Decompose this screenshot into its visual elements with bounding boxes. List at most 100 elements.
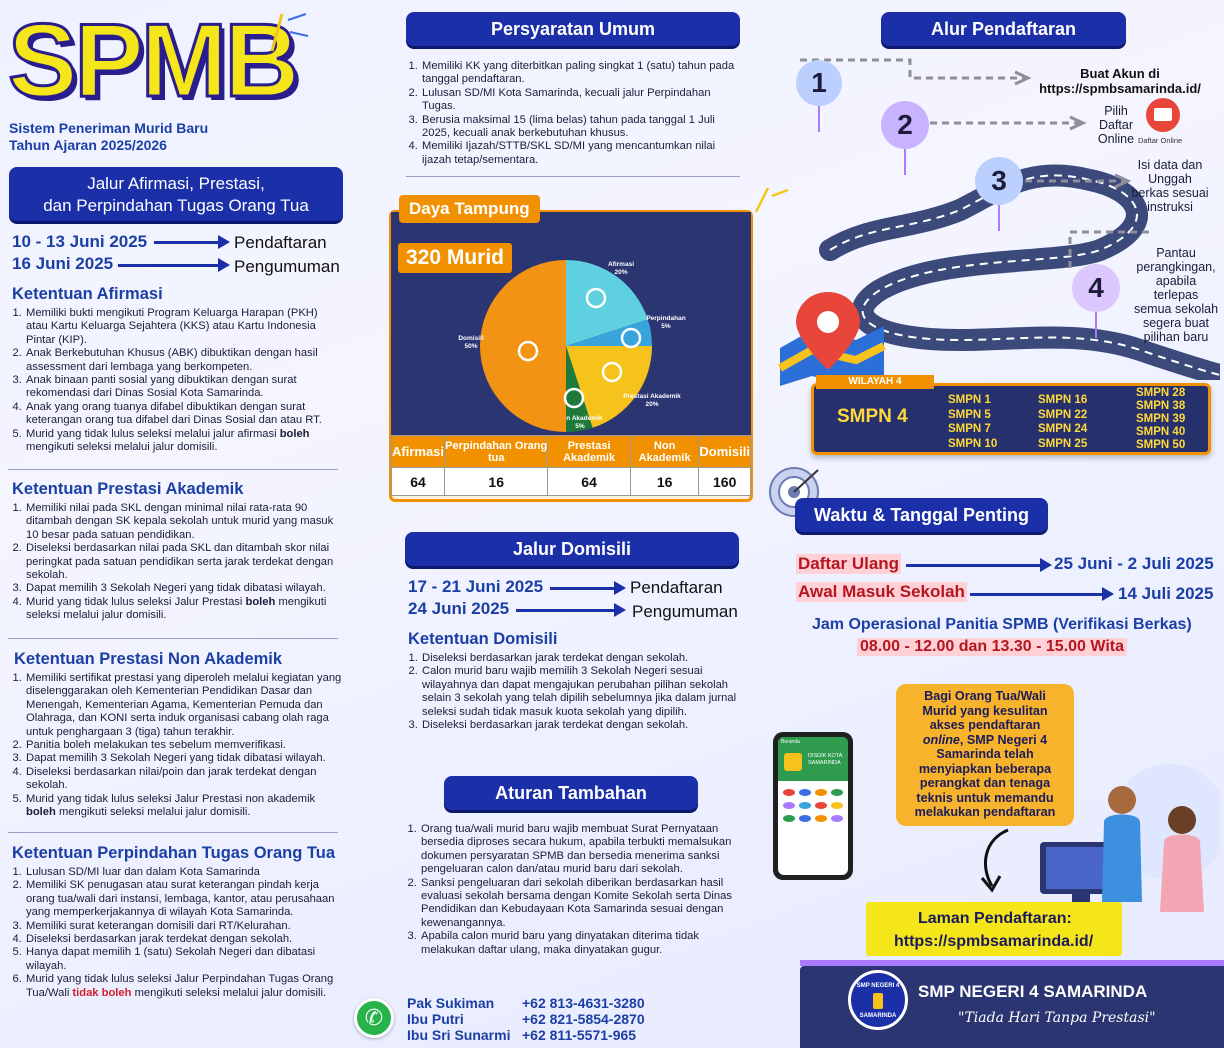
- arrow-right-icon: [970, 587, 1114, 601]
- perpindahan-list: Lulusan SD/MI luar dan dalam Kota Samari…: [10, 866, 342, 1000]
- daftar-ulang-label: Daftar Ulang: [796, 554, 902, 574]
- daftar-online-label: Daftar Online: [1138, 136, 1183, 145]
- contact-phone[interactable]: +62 813-4631-3280: [522, 995, 645, 1011]
- afirmasi-title: Ketentuan Afirmasi: [12, 285, 163, 303]
- list-item: Diseleksi berdasarkan jarak terdekat den…: [421, 719, 740, 732]
- step-2-text: Pilih Daftar Online: [1097, 104, 1135, 146]
- list-item: Memiliki SK penugasan atau surat keteran…: [25, 879, 342, 919]
- list-item: Dapat memilih 3 Sekolah Negeri yang tida…: [25, 752, 342, 765]
- aturan-header: Aturan Tambahan: [444, 776, 698, 810]
- sparkle-icon: [270, 13, 309, 52]
- step-3-marker: 3: [975, 157, 1023, 231]
- step-1-marker: 1: [796, 60, 842, 132]
- whatsapp-icon: ✆: [354, 998, 394, 1038]
- daftar-online-icon: [1146, 98, 1180, 132]
- jalur-date-1: 10 - 13 Juni 2025: [12, 232, 148, 251]
- persyaratan-list: Memiliki KK yang diterbitkan paling sing…: [406, 60, 736, 167]
- step-1-text: Buat Akun di https://spmbsamarinda.id/: [1039, 66, 1201, 96]
- divider: [8, 638, 338, 639]
- school-seal-icon: SMP NEGERI 4 SAMARINDA: [848, 970, 908, 1030]
- table-cell: 64: [390, 467, 446, 496]
- list-item: Apabila calon murid baru yang dinyatakan…: [420, 930, 737, 957]
- divider: [8, 469, 338, 470]
- domisili-title: Ketentuan Domisili: [408, 630, 558, 648]
- domisili-date-1: 17 - 21 Juni 2025: [408, 577, 544, 596]
- contact-phone[interactable]: +62 811-5571-965: [522, 1027, 637, 1043]
- domisili-list: Diseleksi berdasarkan jarak terdekat den…: [406, 652, 740, 732]
- laman-url[interactable]: https://spmbsamarinda.id/: [894, 933, 1094, 950]
- laman-label: Laman Pendaftaran:: [918, 910, 1072, 927]
- prestasi-non-list: Memiliki sertifikat prestasi yang dipero…: [10, 672, 342, 819]
- arrow-right-icon: [516, 603, 626, 617]
- persyaratan-header: Persyaratan Umum: [406, 12, 740, 46]
- prestasi-non-title: Ketentuan Prestasi Non Akademik: [14, 650, 283, 668]
- step-4-marker: 4: [1072, 264, 1120, 338]
- location-pin-icon: [517, 340, 539, 362]
- spmb-subtitle: Sistem Peneriman Murid Baru Tahun Ajaran…: [9, 120, 209, 153]
- people-icon: [585, 287, 607, 309]
- list-item: Memiliki bukti mengikuti Program Keluarg…: [25, 307, 340, 347]
- contact-name: Ibu Sri Sunarmi: [407, 1027, 511, 1043]
- phone-mock-bar: Beranda: [778, 737, 848, 747]
- awal-masuk-label: Awal Masuk Sekolah: [796, 582, 967, 602]
- sparkle-icon: [754, 187, 789, 213]
- step-4-text: Pantau perangkingan, apabila terlepas se…: [1133, 246, 1219, 344]
- domisili-date-1-label: Pendaftaran: [630, 578, 723, 597]
- seal-text-top: SMP NEGERI 4: [856, 983, 900, 989]
- table-cell: 64: [547, 467, 631, 496]
- awal-masuk-date: 14 Juli 2025: [1118, 584, 1214, 603]
- list-item: Dapat memilih 3 Sekolah Negeri yang tida…: [25, 582, 344, 595]
- laman-highlight: [866, 902, 1122, 956]
- contact-name: Pak Sukiman: [407, 995, 495, 1011]
- divider: [406, 176, 740, 177]
- arrow-right-icon: [118, 258, 230, 272]
- daya-tampung-table: Afirmasi Perpindahan Orang tua Prestasi …: [390, 435, 751, 496]
- phone-mock-grid: [778, 781, 848, 830]
- list-item: Calon murid baru wajib memilih 3 Sekolah…: [421, 665, 740, 719]
- contact-phone[interactable]: +62 821-5854-2870: [522, 1011, 645, 1027]
- list-item: Orang tua/wali murid baru wajib membuat …: [420, 823, 737, 877]
- list-item: Diseleksi berdasarkan nilai/poin dan jar…: [25, 766, 342, 793]
- people-illustration: [1040, 764, 1220, 912]
- info-box: Bagi Orang Tua/Wali Murid yang kesulitan…: [896, 684, 1074, 826]
- list-item: Hanya dapat memilih 1 (satu) Sekolah Neg…: [25, 946, 342, 973]
- list-item: Memiliki KK yang diterbitkan paling sing…: [421, 60, 736, 87]
- list-item: Lulusan SD/MI luar dan dalam Kota Samari…: [25, 866, 342, 879]
- step-2-marker: 2: [881, 101, 929, 175]
- perpindahan-title: Ketentuan Perpindahan Tugas Orang Tua: [12, 844, 336, 862]
- map-pin-icon: [778, 292, 886, 386]
- daftar-ulang-date: 25 Juni - 2 Juli 2025: [1054, 554, 1214, 573]
- wilayah-school: SMPN 4: [837, 406, 908, 427]
- list-item: Memiliki nilai pada SKL dengan minimal n…: [25, 502, 344, 542]
- list-item: Diseleksi berdasarkan jarak terdekat den…: [421, 652, 740, 665]
- list-item: Murid yang tidak lulus seleksi Jalur Pre…: [25, 596, 344, 623]
- list-item: Anak Berkebutuhan Khusus (ABK) dibuktika…: [25, 347, 340, 374]
- spmb-logo: SPMB: [7, 3, 301, 119]
- jalur-date-1-label: Pendaftaran: [234, 233, 327, 252]
- list-item: Anak yang orang tuanya difabel dibuktika…: [25, 401, 340, 428]
- list-item: Memiliki sertifikat prestasi yang dipero…: [25, 672, 342, 739]
- wilayah-card: [811, 383, 1211, 455]
- waktu-header: Waktu & Tanggal Penting: [795, 498, 1048, 532]
- arrow-right-icon: [550, 581, 626, 595]
- list-item: Diseleksi berdasarkan nilai pada SKL dan…: [25, 542, 344, 582]
- divider: [8, 832, 338, 833]
- jalur-date-2-label: Pengumuman: [234, 257, 340, 276]
- domisili-header: Jalur Domisili: [405, 532, 739, 566]
- contact-name: Ibu Putri: [407, 1011, 464, 1027]
- list-item: Murid yang tidak lulus seleksi melalui j…: [25, 428, 340, 455]
- table-header-cell: Domisili: [698, 435, 751, 468]
- pie-slice-afirmasi: [566, 260, 648, 346]
- list-item: Berusia maksimal 15 (lima belas) tahun p…: [421, 114, 736, 141]
- jalur-date-2: 16 Juni 2025: [12, 254, 114, 273]
- spmb-logo-title: SPMB: [7, 3, 301, 119]
- aturan-list: Orang tua/wali murid baru wajib membuat …: [405, 823, 737, 957]
- curved-arrow-icon: [980, 828, 1009, 893]
- wilayah-tag: WILAYAH 4: [816, 375, 934, 389]
- table-header-cell: Non Akademik: [629, 435, 700, 468]
